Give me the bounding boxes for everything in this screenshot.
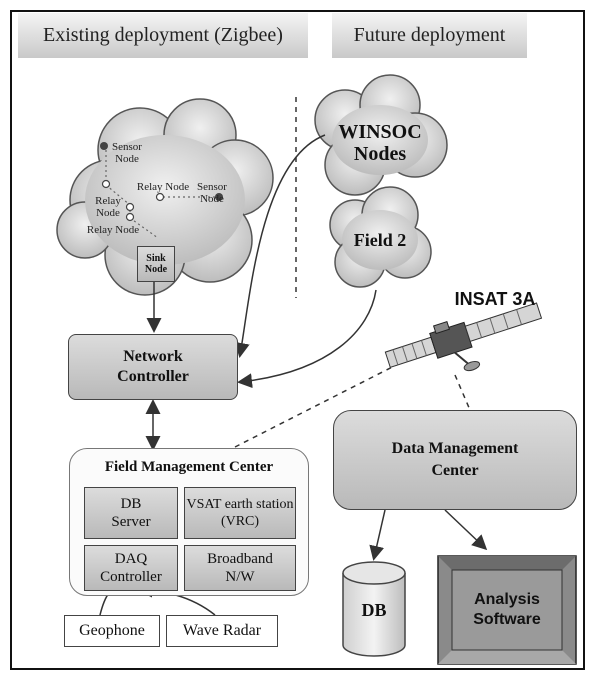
relay-node-left-label: Relay Node — [95, 195, 121, 219]
analysis-software: Analysis Software — [473, 591, 541, 628]
network-controller: Network Controller — [68, 334, 238, 400]
wave-radar-box: Wave Radar — [166, 615, 278, 647]
relay-node-bottom-label: Relay Node — [86, 224, 140, 236]
relay-node-mid-label: Relay Node — [136, 181, 190, 193]
broadband-box: Broadband N/W — [184, 545, 296, 591]
db-cylinder — [342, 561, 406, 657]
sensor-node-top-label: Sensor Node — [112, 141, 142, 165]
diagram-frame — [10, 10, 585, 670]
sensor-node-right-label: Sensor Node — [197, 181, 227, 205]
geophone-box: Geophone — [64, 615, 160, 647]
data-management-center: Data Management Center — [333, 410, 577, 510]
db-label: DB — [361, 599, 387, 620]
field2-cloud — [329, 186, 432, 288]
analysis-monitor — [437, 555, 577, 665]
future-deployment-header: Future deployment — [332, 13, 527, 58]
field2-label: Field 2 — [353, 229, 407, 250]
existing-deployment-header: Existing deployment (Zigbee) — [18, 13, 308, 58]
insat-label: INSAT 3A — [454, 288, 536, 309]
winsoc-nodes-label: WINSOC Nodes — [338, 121, 422, 165]
db-server-box: DB Server — [84, 487, 178, 539]
sensor-network-cloud — [56, 98, 274, 296]
vsat-box: VSAT earth station (VRC) — [184, 487, 296, 539]
satellite-icon — [384, 302, 543, 372]
field-management-title: Field Management Center — [104, 459, 274, 475]
daq-controller-box: DAQ Controller — [84, 545, 178, 591]
winsoc-cloud — [314, 74, 448, 196]
sink-node: Sink Node — [137, 246, 175, 282]
